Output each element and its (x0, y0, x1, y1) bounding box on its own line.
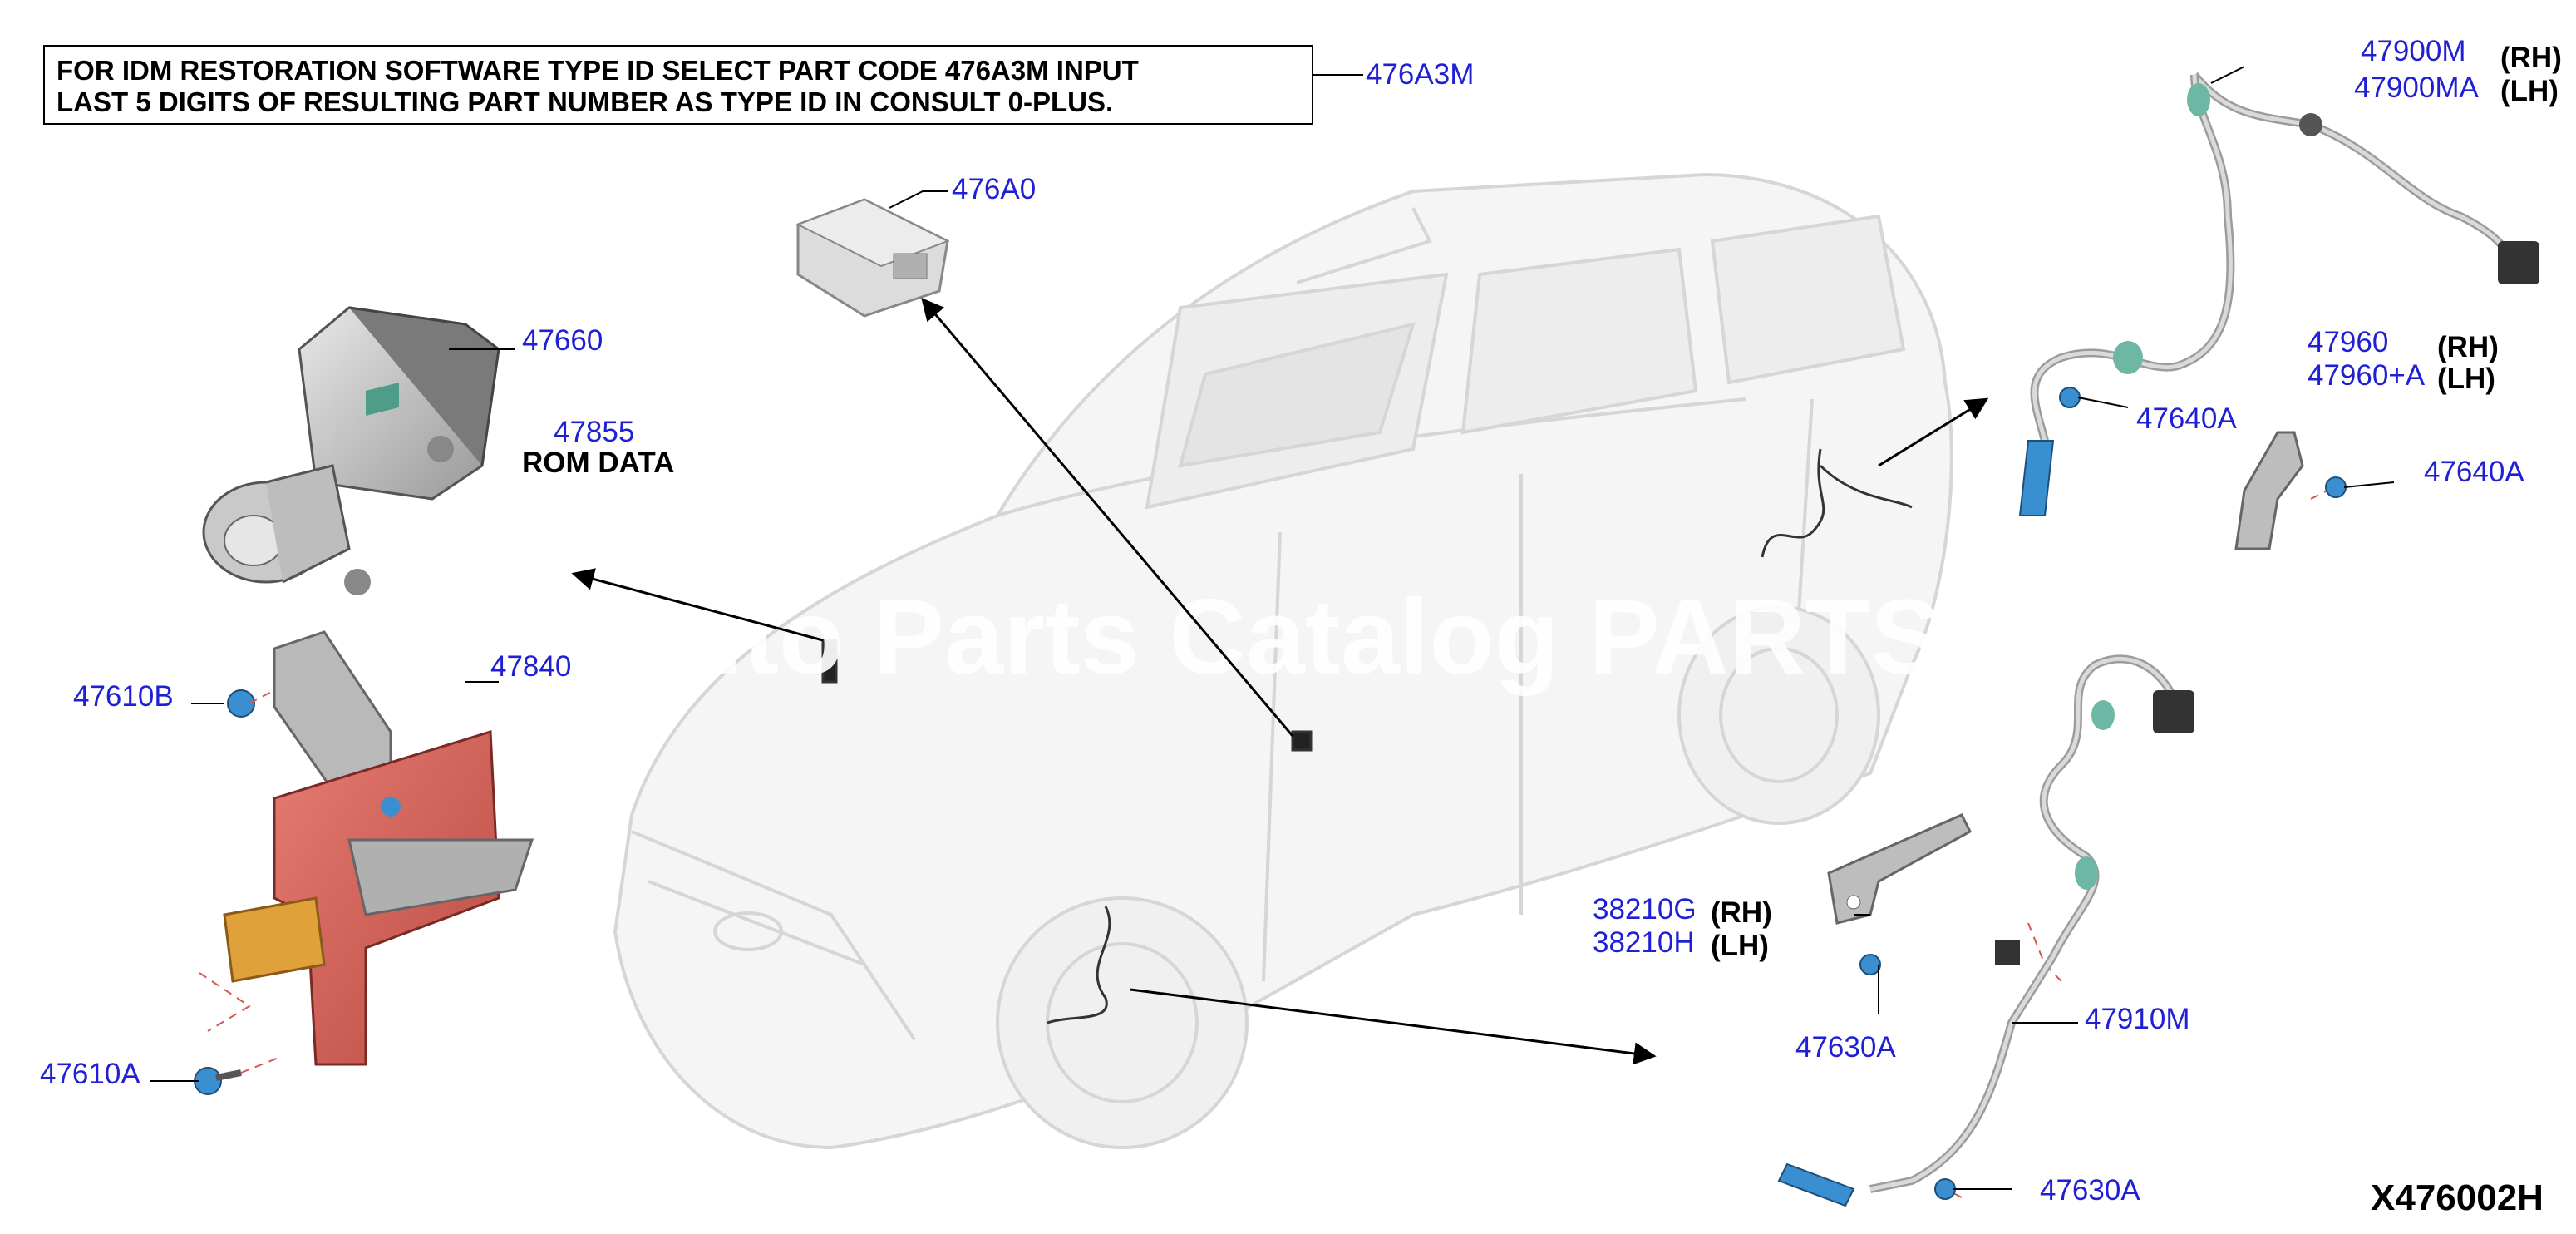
control-unit-module (795, 198, 950, 318)
callout-38210H[interactable]: 38210H (1593, 926, 1695, 959)
callout-47900M[interactable]: 47900M (2361, 35, 2466, 67)
rh-label-2: (RH) (2437, 331, 2499, 363)
callout-47630A-bracket-bolt[interactable]: 47630A (1795, 1031, 1896, 1064)
callout-47610B[interactable]: 47610B (73, 680, 174, 713)
callout-476A0[interactable]: 476A0 (952, 173, 1037, 205)
watermark-text: Smart Auto Parts Catalog PARTS (274, 578, 1942, 697)
callout-47640A-rear-sensor[interactable]: 47640A (2136, 402, 2237, 435)
callout-47610A[interactable]: 47610A (40, 1058, 140, 1090)
callout-47840[interactable]: 47840 (490, 650, 572, 683)
abs-bracket (223, 630, 534, 1066)
bolt-47610A (194, 1067, 242, 1095)
callout-47660[interactable]: 47660 (522, 324, 603, 357)
rear-sensor-bracket (2234, 431, 2347, 550)
vehicle-harness-sketch (821, 448, 1913, 1024)
callout-47960A[interactable]: 47960+A (2308, 359, 2426, 392)
callout-47640A-rear-bolt[interactable]: 47640A (2424, 456, 2524, 488)
note-box: FOR IDM RESTORATION SOFTWARE TYPE ID SEL… (43, 45, 1313, 125)
front-sensor-bracket (1827, 813, 1972, 975)
pointer-arrows (571, 297, 1989, 1065)
callout-47630A-sensor[interactable]: 47630A (2040, 1174, 2140, 1207)
vehicle-illustration (613, 172, 1953, 1150)
lh-label-2: (LH) (2437, 363, 2495, 395)
note-line-1: FOR IDM RESTORATION SOFTWARE TYPE ID SEL… (57, 55, 1139, 86)
rom-data-label: ROM DATA (522, 447, 675, 479)
leader-lines (150, 66, 2395, 1190)
front-sensor-harness (1777, 654, 2194, 1207)
callout-47910M[interactable]: 47910M (2085, 1003, 2190, 1035)
callout-47960[interactable]: 47960 (2308, 326, 2389, 358)
abs-actuator-unit (202, 306, 500, 595)
callout-47900MA[interactable]: 47900MA (2354, 72, 2479, 104)
lh-label-3: (LH) (1711, 930, 1769, 962)
callout-38210G[interactable]: 38210G (1593, 893, 1697, 926)
rh-label-1: (RH) (2500, 42, 2562, 74)
diagram-code: X476002H (2371, 1177, 2544, 1218)
lh-label-1: (LH) (2500, 75, 2559, 107)
note-line-2: LAST 5 DIGITS OF RESULTING PART NUMBER A… (57, 86, 1114, 117)
callout-476A3M[interactable]: 476A3M (1366, 58, 1475, 91)
callout-47855[interactable]: 47855 (554, 416, 635, 448)
rh-label-3: (RH) (1711, 896, 1772, 929)
rear-sensor-harness (2018, 72, 2539, 516)
bolt-47610B (227, 689, 255, 718)
